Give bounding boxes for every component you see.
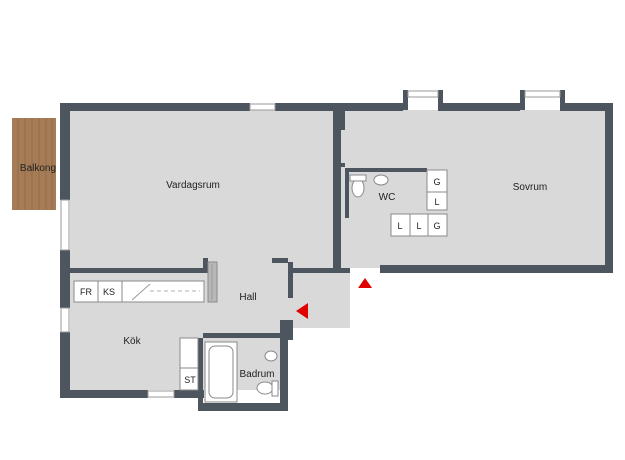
wc-toilet xyxy=(351,178,365,198)
outer-walls xyxy=(60,90,613,411)
label-kok: Kök xyxy=(123,336,141,347)
bathroom-toilet xyxy=(256,381,274,395)
bathroom-fixtures xyxy=(204,341,279,403)
bathtub-inner xyxy=(208,345,234,399)
entrance-markers xyxy=(296,278,372,319)
entrance-arrow-bottom xyxy=(358,278,372,288)
kitchen-counter xyxy=(121,280,205,303)
label-badrum: Badrum xyxy=(239,369,274,380)
bathroom-sink xyxy=(264,350,278,362)
hall-wardrobe xyxy=(207,261,218,303)
label-ks: KS xyxy=(103,287,115,297)
wardrobe-g2 xyxy=(427,213,448,237)
wardrobe-l1 xyxy=(426,191,448,211)
label-fr: FR xyxy=(80,287,92,297)
wc-fixtures xyxy=(349,174,389,198)
entrance-arrow-right xyxy=(296,303,308,319)
label-wardrobe-l3: L xyxy=(416,221,421,231)
label-wardrobe-l2: L xyxy=(397,221,402,231)
counter-diagonal xyxy=(131,283,151,301)
label-wardrobe-g1: G xyxy=(433,177,440,187)
wc-toilet-tank xyxy=(349,174,367,182)
wc-sink xyxy=(373,174,389,186)
label-wardrobe-g2: G xyxy=(433,221,440,231)
fixture-labels: FR KS ST G L L L G xyxy=(80,177,441,385)
label-wc: WC xyxy=(379,192,396,203)
bathroom-toilet-tank xyxy=(271,380,279,397)
balcony xyxy=(12,118,56,210)
room-labels: Vardagsrum Sovrum Balkong WC Hall Kök Ba… xyxy=(20,163,547,380)
wardrobes xyxy=(390,169,448,237)
label-sovrum: Sovrum xyxy=(513,182,547,193)
label-st: ST xyxy=(184,375,196,385)
label-balkong: Balkong xyxy=(20,163,56,174)
storage-cabinet xyxy=(179,337,199,391)
windows xyxy=(60,90,561,398)
label-hall: Hall xyxy=(239,292,256,303)
kitchen-fixtures xyxy=(73,280,205,391)
interior-walls xyxy=(70,110,427,408)
label-wardrobe-l1: L xyxy=(434,197,439,207)
label-vardagsrum: Vardagsrum xyxy=(166,180,220,191)
